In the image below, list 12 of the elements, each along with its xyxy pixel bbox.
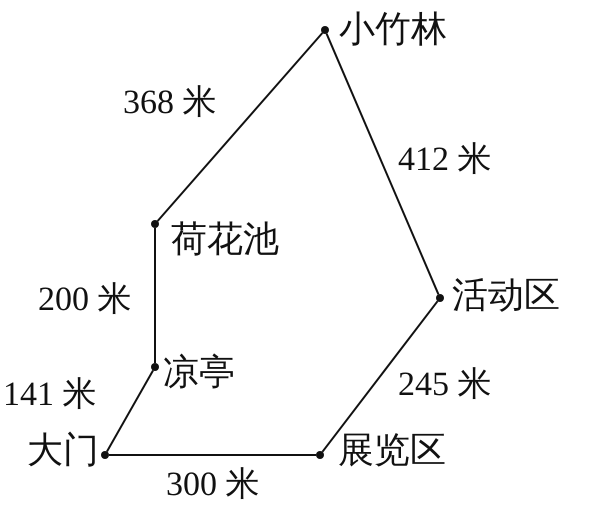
path-line [106,370,154,452]
path-line [322,300,438,452]
place-label: 展览区 [338,431,446,471]
path-line [326,33,440,295]
path-line [154,228,156,363]
place-label: 荷花池 [171,220,279,260]
place-label: 大门 [27,431,99,471]
place-label: 小竹林 [339,10,447,50]
place-label: 凉亭 [163,353,235,393]
path-line [156,32,324,222]
place-label: 活动区 [452,276,560,316]
path-line [109,454,316,456]
